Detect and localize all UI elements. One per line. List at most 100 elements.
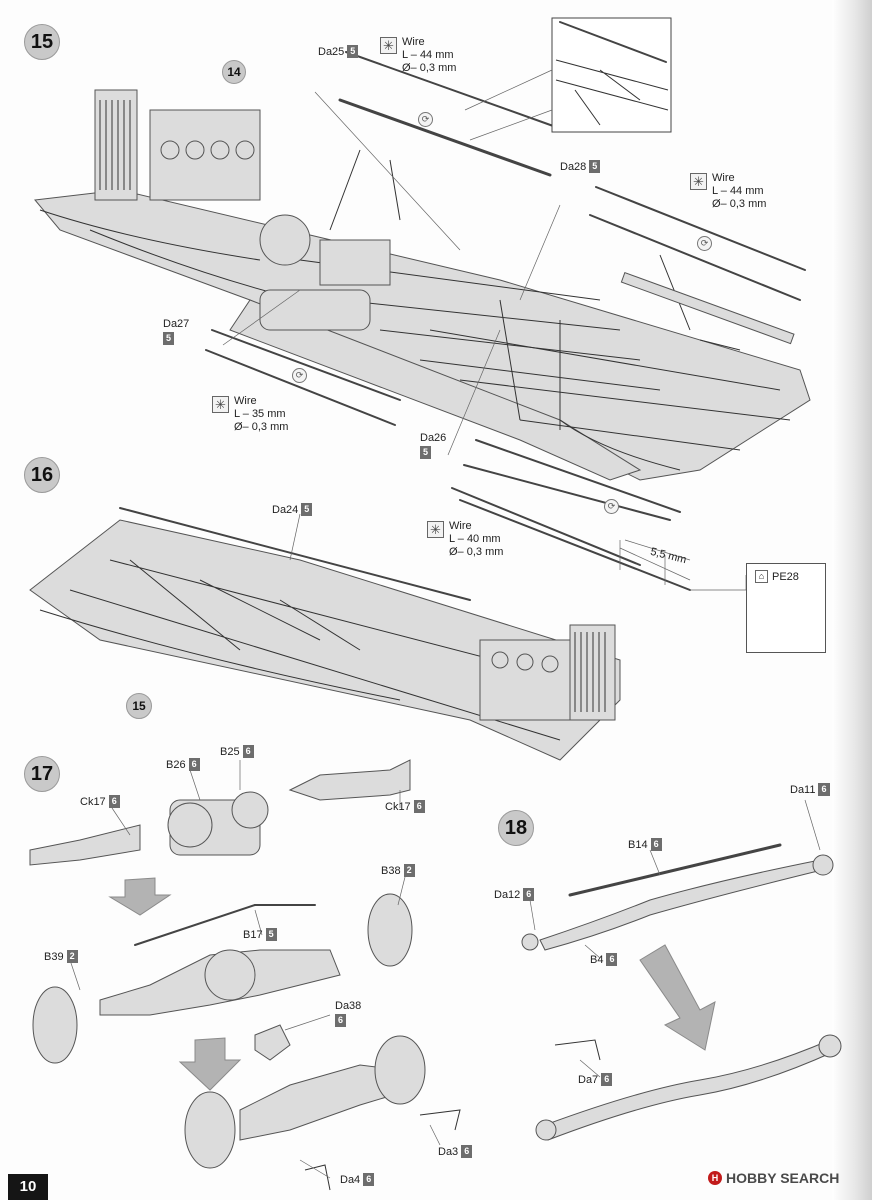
rotate-icon: ⟳ [292,368,307,383]
wire-spec-2: ✳ Wire L – 44 mm Ø– 0,3 mm [690,172,766,211]
part-code: B38 [381,864,401,877]
wire-spec-4: ✳ Wire L – 40 mm Ø– 0,3 mm [427,520,503,559]
rotate-icon: ⟳ [697,236,712,251]
step17-drawing [29,759,461,1191]
rotate-icon: ⟳ [418,112,433,127]
sprue-tag: 6 [242,745,254,758]
wire-title: Wire [234,395,257,407]
part-code: Ck17 [80,795,106,808]
wire-length: L – 35 mm [234,408,286,420]
wire-cutter-icon: ✳ [690,173,707,190]
part-code: Da24 [272,503,299,516]
sprue-tag: 6 [413,800,425,813]
wire-spec-text: Wire L – 44 mm Ø– 0,3 mm [712,172,766,211]
step-18-badge: 18 [498,810,534,846]
sprue-tag: 6 [818,783,830,796]
sprue-tag: 6 [461,1145,473,1158]
part-code: Ck17 [385,800,411,813]
sprue-tag: 2 [66,950,78,963]
sprue-tag: 6 [601,1073,613,1086]
part-code: PE28 [772,570,799,583]
part-label-da26: Da26 5 [420,432,446,459]
part-code: B25 [220,745,240,758]
part-label-b39: B39 2 [44,950,78,963]
sprue-tag: 6 [523,888,535,901]
part-code: B17 [243,928,263,941]
hobbysearch-logo-icon: H [708,1171,722,1185]
wire-cutter-icon: ✳ [427,521,444,538]
watermark-text: HOBBY SEARCH [726,1170,840,1186]
part-label-da28: Da28 5 [560,160,601,173]
step15-inset-detail [464,17,672,141]
part-code: Da3 [438,1145,459,1158]
part-label-da7: Da7 6 [578,1073,613,1086]
part-code: Da11 [790,783,816,796]
step-17-badge: 17 [24,756,60,792]
step-ref-15: 15 [126,693,152,719]
step15-chassis-drawing [34,89,811,481]
part-label-b25: B25 6 [220,745,254,758]
wire-length: L – 44 mm [402,49,454,61]
sprue-tag: 5 [163,332,175,345]
wire-title: Wire [402,36,425,48]
step-15-badge: 15 [24,24,60,60]
part-label-da4: Da4 6 [340,1173,375,1186]
step16-chassis-drawing [29,487,747,761]
step18-drawing [521,799,842,1141]
wire-cutter-icon: ✳ [380,37,397,54]
part-code: Da7 [578,1073,599,1086]
sprue-tag: 2 [403,864,415,877]
pe28-detail-box: ⌂ PE28 [746,563,826,653]
part-code: Da4 [340,1173,361,1186]
sprue-tag: 5 [265,928,277,941]
part-label-da3: Da3 6 [438,1145,473,1158]
wire-spec-text: Wire L – 35 mm Ø– 0,3 mm [234,395,288,434]
part-code: Da28 [560,160,587,173]
wire-length: L – 44 mm [712,185,764,197]
part-code: Da25 [318,45,345,58]
sprue-tag: 5 [347,45,359,58]
part-label-b38: B38 2 [381,864,415,877]
step-ref-14: 14 [222,60,246,84]
page-number: 10 [8,1174,48,1200]
part-label-b26: B26 6 [166,758,200,771]
wire-diameter: Ø– 0,3 mm [449,546,504,558]
wire-spec-3: ✳ Wire L – 35 mm Ø– 0,3 mm [212,395,288,434]
part-code: B14 [628,838,648,851]
wire-spec-text: Wire L – 40 mm Ø– 0,3 mm [449,520,503,559]
step-16-badge: 16 [24,457,60,493]
part-label-da25: Da25 5 [318,45,359,58]
part-label-da38: Da38 6 [335,1000,361,1027]
wire-spec-1: ✳ Wire L – 44 mm Ø– 0,3 mm [380,36,456,75]
part-code: Da26 [420,432,447,444]
photo-etch-icon: ⌂ [755,570,768,583]
part-label-b14: B14 6 [628,838,662,851]
wire-diameter: Ø– 0,3 mm [712,198,767,210]
wire-length: L – 40 mm [449,533,501,545]
part-code: B26 [166,758,186,771]
part-label-b4: B4 6 [590,953,618,966]
sprue-tag: 5 [589,160,601,173]
wire-diameter: Ø– 0,3 mm [234,421,289,433]
part-code: B4 [590,953,604,966]
wire-diameter: Ø– 0,3 mm [402,62,457,74]
part-code: B39 [44,950,64,963]
pe28-label: ⌂ PE28 [755,570,799,583]
part-code: Da38 [335,1000,362,1012]
wire-cutter-icon: ✳ [212,396,229,413]
part-label-da12: Da12 6 [494,888,535,901]
part-label-b17: B17 5 [243,928,277,941]
part-label-da24: Da24 5 [272,503,313,516]
part-label-ck17-right: Ck17 6 [385,800,425,813]
wire-title: Wire [712,172,735,184]
part-label-da11: Da11 6 [790,783,830,796]
sprue-tag: 5 [420,446,432,459]
sprue-tag: 6 [363,1173,375,1186]
rotate-icon: ⟳ [604,499,619,514]
sprue-tag: 6 [108,795,120,808]
part-code: Da12 [494,888,521,901]
sprue-tag: 6 [606,953,618,966]
sprue-tag: 5 [301,503,313,516]
watermark: H HOBBY SEARCH [708,1170,839,1186]
